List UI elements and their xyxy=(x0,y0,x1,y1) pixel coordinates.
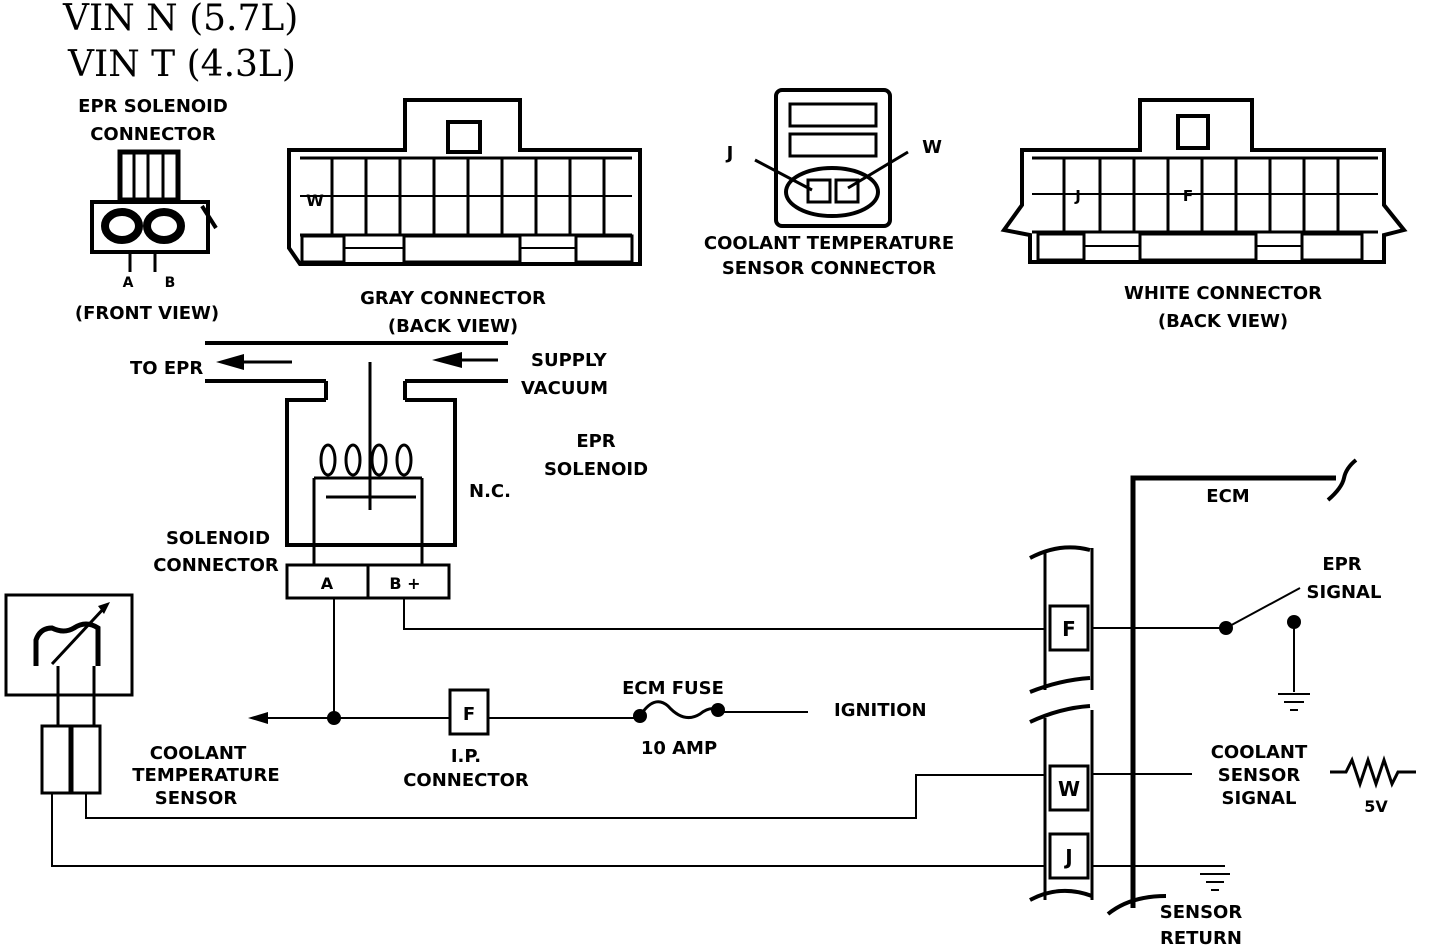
epr-solenoid-label-1: EPR xyxy=(576,431,615,452)
solenoid-connector-pin-b: B + xyxy=(389,574,420,593)
epr-solenoid-connector-drawing xyxy=(90,149,218,272)
ground-arrow-icon xyxy=(248,712,268,724)
gray-connector-label-1: GRAY CONNECTOR xyxy=(360,288,546,309)
epr-solenoid-drawing xyxy=(285,362,457,565)
coolant-connector-label-2: SENSOR CONNECTOR xyxy=(722,258,936,279)
ecm-boundary xyxy=(1106,458,1358,916)
solenoid-connector-drawing xyxy=(285,563,451,600)
epr-signal-switch-icon xyxy=(1219,587,1301,692)
solenoid-connector-label-2: CONNECTOR xyxy=(153,555,279,576)
coolant-signal-label-1: COOLANT xyxy=(1211,742,1308,763)
white-connector-pin-f: F xyxy=(1183,187,1193,205)
coolant-sensor-label-2: TEMPERATURE xyxy=(132,765,279,786)
vacuum-lines xyxy=(205,341,508,400)
voltage-label: 5V xyxy=(1364,797,1388,816)
ecm-pin-f: F xyxy=(1062,617,1076,641)
epr-connector-label-1: EPR SOLENOID xyxy=(78,96,228,117)
ip-connector-label-1: I.P. xyxy=(451,746,481,767)
ecm-label: ECM xyxy=(1206,486,1249,507)
white-connector-label-1: WHITE CONNECTOR xyxy=(1124,283,1322,304)
to-epr-arrow-icon xyxy=(216,354,292,370)
sensor-return-label-1: SENSOR xyxy=(1160,902,1243,923)
title-line-2: VIN T (4.3L) xyxy=(67,44,296,85)
ground-icon xyxy=(1278,693,1310,711)
supply-vacuum-label-1: SUPPLY xyxy=(531,350,608,371)
solenoid-connector-pin-a: A xyxy=(321,574,334,593)
fuse-rating: 10 AMP xyxy=(641,738,717,759)
gray-connector-label-2: (BACK VIEW) xyxy=(388,316,518,337)
white-connector-drawing xyxy=(1000,98,1408,264)
epr-connector-label-2: CONNECTOR xyxy=(90,124,216,145)
coolant-temperature-sensor-drawing xyxy=(4,593,134,795)
gray-connector-drawing xyxy=(287,98,642,266)
epr-connector-pin-b: B xyxy=(165,275,176,291)
solenoid-connector-label-1: SOLENOID xyxy=(166,528,270,549)
ip-connector-label-2: CONNECTOR xyxy=(403,770,529,791)
epr-connector-pin-a: A xyxy=(123,275,134,291)
coolant-sensor-label-1: COOLANT xyxy=(150,743,247,764)
white-connector-label-2: (BACK VIEW) xyxy=(1158,311,1288,332)
supply-vacuum-label-2: VACUUM xyxy=(521,378,608,399)
ecm-pin-j: J xyxy=(1063,845,1072,869)
fuse-label: ECM FUSE xyxy=(622,678,724,699)
ip-connector-pin: F xyxy=(463,704,475,725)
fuse-icon xyxy=(633,700,725,723)
white-connector-pin-j: J xyxy=(1074,187,1081,205)
splice-dot xyxy=(327,711,341,725)
nc-label: N.C. xyxy=(469,481,511,502)
coolant-signal-label-2: SENSOR xyxy=(1218,765,1301,786)
sensor-return-label-2: RETURN xyxy=(1160,928,1242,948)
ip-connector-box xyxy=(448,688,490,736)
coolant-sensor-label-3: SENSOR xyxy=(155,788,238,809)
coolant-sensor-connector-drawing xyxy=(754,88,909,228)
ecm-connector-strip xyxy=(1029,545,1094,902)
gray-connector-pin-w: W xyxy=(306,191,324,210)
epr-connector-view: (FRONT VIEW) xyxy=(75,303,219,324)
coolant-connector-pin-j: J xyxy=(725,143,734,164)
epr-solenoid-label-2: SOLENOID xyxy=(544,459,648,480)
coolant-connector-pin-w: W xyxy=(922,137,942,158)
epr-signal-label-2: SIGNAL xyxy=(1307,582,1382,603)
title-line-1: VIN N (5.7L) xyxy=(62,0,298,39)
supply-vacuum-arrow-icon xyxy=(432,352,498,368)
ignition-label: IGNITION xyxy=(834,700,927,721)
sensor-return-ground-icon xyxy=(1200,873,1230,891)
to-epr-label: TO EPR xyxy=(130,358,203,379)
resistor-icon xyxy=(1330,755,1416,789)
coolant-signal-label-3: SIGNAL xyxy=(1222,788,1297,809)
ecm-pin-w: W xyxy=(1058,777,1080,801)
coolant-connector-label-1: COOLANT TEMPERATURE xyxy=(704,233,954,254)
wiring xyxy=(51,598,1225,867)
epr-signal-label-1: EPR xyxy=(1322,554,1361,575)
